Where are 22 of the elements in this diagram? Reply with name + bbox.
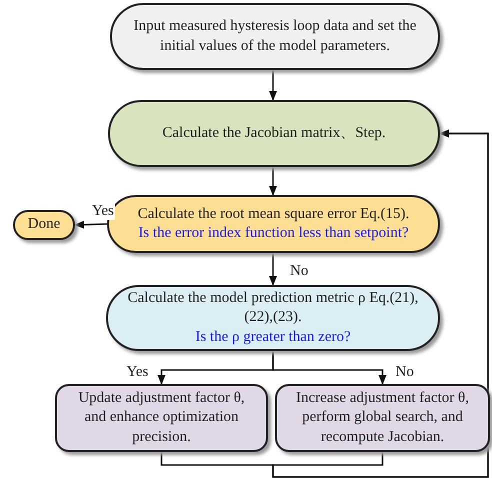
process-box bbox=[108, 100, 440, 167]
process-box bbox=[275, 384, 490, 452]
arrow bbox=[74, 220, 108, 229]
node-text: Calculate the root mean square error Eq.(15). bbox=[138, 204, 410, 224]
end-box bbox=[13, 210, 75, 240]
arrow bbox=[269, 167, 277, 196]
node-text: Done bbox=[28, 215, 60, 234]
node-text: Increase adjustment factor θ, perform global search, and recompute Jacobian. bbox=[295, 388, 470, 447]
node-text: Input measured hysteresis loop data and set the initial values of the model parameters. bbox=[132, 17, 418, 56]
node-text: Update adjustment factor θ, and enhance optimization precision. bbox=[77, 388, 246, 447]
question-text: Is the ρ greater than zero? bbox=[195, 328, 351, 347]
start-box bbox=[110, 3, 440, 70]
edge-label: Yes bbox=[91, 203, 115, 220]
question-text: Is the error index function less than setpoint? bbox=[138, 224, 409, 243]
decision-box bbox=[106, 285, 440, 351]
arrow bbox=[269, 253, 277, 286]
arrow bbox=[269, 70, 277, 101]
arrow bbox=[272, 351, 386, 385]
node-text: Calculate the Jacobian matrix、Step. bbox=[162, 124, 386, 143]
node-text: Calculate the model prediction metric ρ Eq.(21),(22),(23). bbox=[126, 288, 420, 328]
arrow bbox=[272, 130, 489, 478]
process-box bbox=[55, 384, 268, 452]
